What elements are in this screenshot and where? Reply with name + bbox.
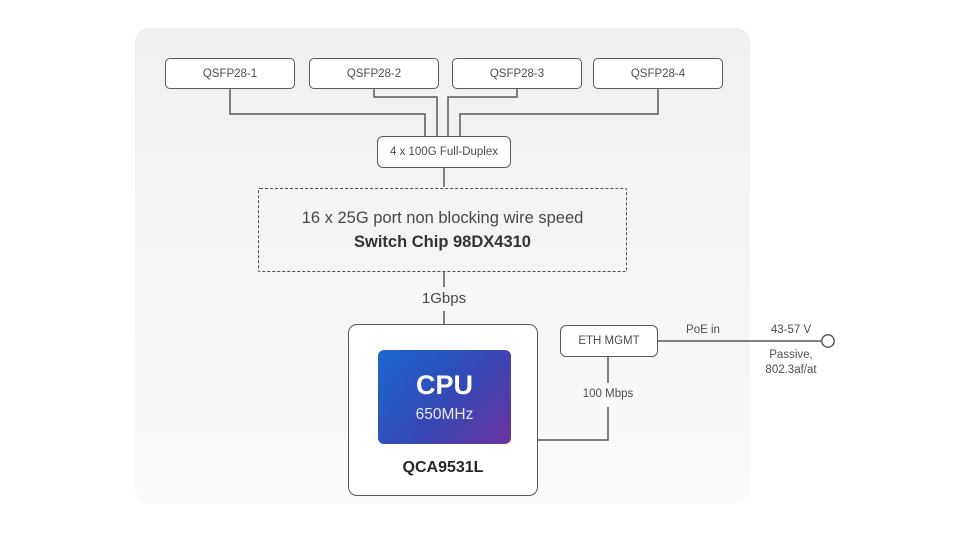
cpu-label: CPU bbox=[415, 370, 473, 400]
qsfp28-3-box: QSFP28-3 bbox=[452, 58, 582, 89]
qsfp28-4-box: QSFP28-4 bbox=[593, 58, 723, 89]
qsfp28-4-label: QSFP28-4 bbox=[630, 67, 686, 80]
cpu-chip-name: QCA9531L bbox=[402, 459, 484, 476]
eth-mgmt-speed-label: 100 Mbps bbox=[582, 388, 634, 400]
poe-voltage-label: 43-57 V bbox=[770, 324, 812, 336]
cpu-die: CPU 650MHz bbox=[378, 350, 511, 444]
qsfp28-1-box: QSFP28-1 bbox=[165, 58, 295, 89]
qsfp28-1-label: QSFP28-1 bbox=[202, 67, 258, 80]
cpu-box: CPU 650MHz QCA9531L bbox=[348, 324, 538, 496]
poe-in-label: PoE in bbox=[686, 324, 720, 336]
switch-chip-description: 16 x 25G port non blocking wire speed bbox=[301, 208, 584, 227]
qsfp28-2-box: QSFP28-2 bbox=[309, 58, 439, 89]
uplink-label: 4 x 100G Full-Duplex bbox=[389, 146, 499, 158]
eth-mgmt-box: ETH MGMT bbox=[560, 325, 658, 357]
cpu-clock-label: 650MHz bbox=[415, 406, 474, 423]
uplink-box: 4 x 100G Full-Duplex bbox=[377, 136, 511, 168]
poe-standard-line1: Passive, bbox=[769, 349, 813, 361]
qsfp28-2-label: QSFP28-2 bbox=[346, 67, 402, 80]
switch-chip-box: 16 x 25G port non blocking wire speed Sw… bbox=[258, 188, 627, 272]
poe-standard-line2: 802.3af/at bbox=[765, 364, 817, 376]
eth-mgmt-label: ETH MGMT bbox=[578, 335, 640, 347]
qsfp28-3-label: QSFP28-3 bbox=[489, 67, 545, 80]
cpu-link-speed-label: 1Gbps bbox=[421, 290, 467, 307]
switch-chip-name: Switch Chip 98DX4310 bbox=[354, 232, 531, 251]
